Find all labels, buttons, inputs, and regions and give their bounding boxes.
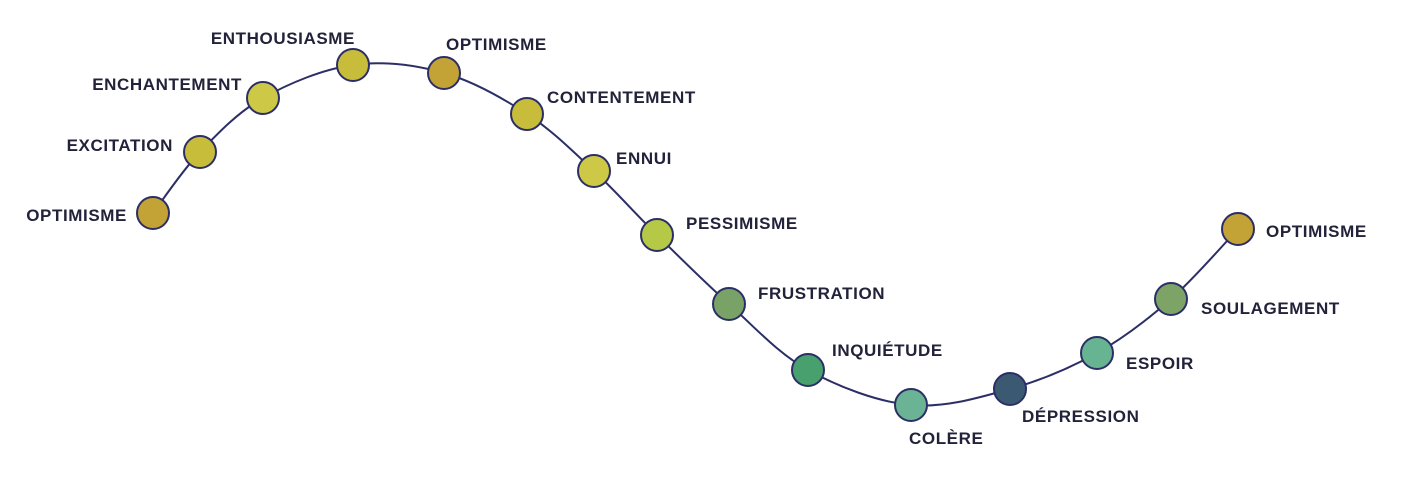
cycle-curve: [152, 62, 1239, 407]
cycle-node: OPTIMISME: [427, 35, 547, 90]
node-dot: [510, 97, 544, 131]
cycle-node: INQUIÉTUDE: [791, 341, 943, 387]
node-label: ESPOIR: [1126, 354, 1194, 373]
node-dot: [183, 135, 217, 169]
cycle-node: ENCHANTEMENT: [92, 75, 280, 115]
node-label: COLÈRE: [909, 429, 983, 448]
cycle-node: COLÈRE: [894, 388, 983, 448]
cycle-node: CONTENTEMENT: [510, 88, 696, 131]
node-dot: [427, 56, 461, 90]
node-label: ENNUI: [616, 149, 672, 168]
node-dot: [336, 48, 370, 82]
node-label: OPTIMISME: [26, 206, 127, 225]
cycle-node: ENNUI: [577, 149, 672, 188]
cycle-node: PESSIMISME: [640, 214, 798, 252]
node-label: ENCHANTEMENT: [92, 75, 242, 94]
node-label: FRUSTRATION: [758, 284, 885, 303]
node-label: CONTENTEMENT: [547, 88, 696, 107]
node-dot: [993, 372, 1027, 406]
node-dot: [712, 287, 746, 321]
node-label: OPTIMISME: [446, 35, 547, 54]
node-label: OPTIMISME: [1266, 222, 1367, 241]
node-dot: [640, 218, 674, 252]
cycle-node: DÉPRESSION: [993, 372, 1139, 426]
node-label: SOULAGEMENT: [1201, 299, 1340, 318]
cycle-node: SOULAGEMENT: [1154, 282, 1340, 318]
node-label: EXCITATION: [67, 136, 173, 155]
cycle-node: FRUSTRATION: [712, 284, 885, 321]
node-dot: [791, 353, 825, 387]
node-dot: [1221, 212, 1255, 246]
node-label: PESSIMISME: [686, 214, 798, 233]
node-label: INQUIÉTUDE: [832, 341, 943, 360]
node-dot: [577, 154, 611, 188]
cycle-node: ESPOIR: [1080, 336, 1194, 373]
cycle-node: ENTHOUSIASME: [211, 29, 370, 82]
nodes-layer: OPTIMISME EXCITATION ENCHANTEMENT ENTHOUSIA…: [26, 29, 1367, 448]
node-dot: [1154, 282, 1188, 316]
cycle-node: EXCITATION: [67, 135, 217, 169]
cycle-node: OPTIMISME: [26, 196, 170, 230]
node-dot: [894, 388, 928, 422]
node-label: ENTHOUSIASME: [211, 29, 355, 48]
node-label: DÉPRESSION: [1022, 407, 1139, 426]
node-dot: [246, 81, 280, 115]
node-dot: [136, 196, 170, 230]
cycle-node: OPTIMISME: [1221, 212, 1367, 246]
node-dot: [1080, 336, 1114, 370]
